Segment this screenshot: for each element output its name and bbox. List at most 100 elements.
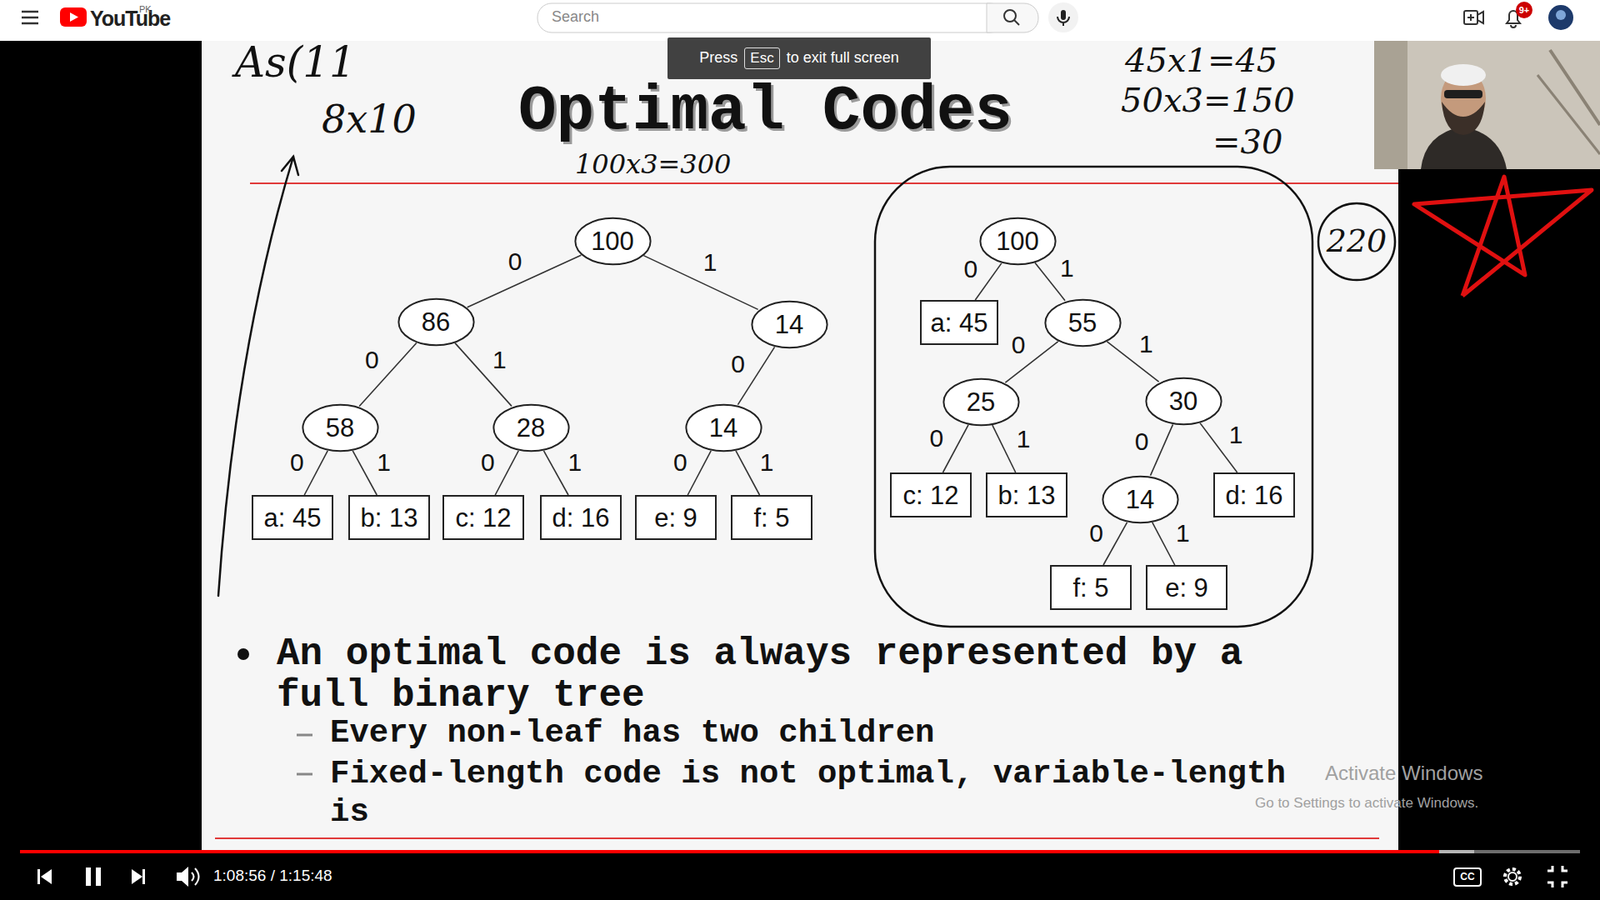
node-label: 25 [966, 389, 995, 415]
tree-edge [495, 450, 519, 495]
search-icon [1014, 20, 1020, 25]
node-label: 30 [1169, 388, 1198, 415]
tree-edge [359, 343, 417, 407]
edge-bit: 0 [1010, 332, 1028, 358]
hint-text: to exit full screen [786, 49, 900, 68]
edge-bit: 0 [729, 351, 747, 377]
leaf-box: a: 45 [251, 495, 334, 540]
edge-bit: 0 [1133, 429, 1151, 455]
tree-node: 25 [942, 377, 1020, 427]
badge-count: 9+ [1519, 5, 1530, 15]
search-placeholder: Search [551, 9, 600, 26]
leaf-box: b: 13 [985, 472, 1068, 518]
search-button [986, 3, 1039, 33]
tree-edge [1103, 522, 1127, 565]
tree-node: 14 [750, 300, 829, 350]
edge-bit: 1 [701, 250, 720, 275]
node-label: e: 9 [1165, 575, 1209, 601]
title-rule [250, 182, 1399, 185]
avatar [1555, 10, 1566, 20]
node-label: e: 9 [654, 505, 698, 531]
menu-icon [21, 11, 39, 24]
node-label: 28 [516, 415, 545, 441]
exit-fullscreen-icon [1547, 865, 1568, 888]
tree-node: 100 [979, 216, 1057, 266]
edge-bit: 0 [1087, 520, 1105, 546]
node-ellipse [1045, 299, 1120, 345]
node-label: 58 [325, 415, 355, 441]
node-ellipse [943, 378, 1019, 425]
edge-bit: 1 [375, 450, 393, 475]
leaf-box: d: 16 [1213, 472, 1295, 518]
hint-text: Press [699, 49, 738, 68]
handwritten-note: 100x3=300 [575, 150, 731, 180]
edge-bit: 0 [927, 425, 945, 451]
leaf-box: f: 5 [1050, 565, 1132, 610]
node-label: 100 [590, 228, 635, 255]
edge-bit: 1 [1058, 255, 1076, 281]
watermark: Go to Settings to activate Windows. [1255, 795, 1479, 812]
webcam [1374, 40, 1600, 170]
tree-edge [687, 450, 711, 495]
notification-badge [1515, 1, 1533, 19]
node-ellipse [751, 300, 827, 347]
tree-edge [992, 425, 1016, 473]
node-ellipse [398, 298, 474, 345]
node-ellipse [980, 217, 1055, 264]
node-label: a: 45 [264, 505, 322, 531]
top-bar [0, 0, 1600, 41]
tree-edge [1152, 522, 1175, 565]
tree-edge [455, 343, 512, 407]
node-label: 14 [709, 415, 738, 441]
tree-node: 86 [397, 297, 475, 347]
edge-bit: 0 [288, 450, 306, 475]
leaf-box: a: 45 [920, 300, 999, 345]
node-label: b: 13 [360, 505, 419, 531]
node-ellipse [685, 404, 761, 450]
node-ellipse [1102, 475, 1178, 522]
handwritten-note: 8x10 [321, 98, 417, 141]
edge-bit: 0 [671, 450, 690, 475]
mic-button [1048, 2, 1079, 33]
tree-edge [1150, 424, 1174, 475]
handwritten-note: 220 [1326, 224, 1388, 260]
logo-play [70, 12, 79, 22]
tree-edge [304, 450, 328, 495]
edge-bit: 1 [758, 450, 776, 475]
handwritten-note: As(11 [235, 40, 356, 86]
tree-node: 14 [1101, 475, 1180, 525]
node-label: f: 5 [1072, 575, 1109, 601]
progress-played [20, 850, 1440, 854]
leaf-box: d: 16 [540, 495, 622, 540]
logo-text: YouTube [90, 7, 170, 31]
volume-waves [191, 868, 200, 885]
node-label: f: 5 [753, 505, 790, 531]
settings-icon [1505, 869, 1520, 885]
node-label: 100 [995, 228, 1040, 255]
edge-bit: 1 [566, 450, 585, 475]
hand-annotation [218, 156, 1395, 627]
leaf-box: e: 9 [635, 495, 717, 540]
cc-icon [1454, 868, 1481, 886]
tree-edge [735, 450, 760, 495]
handwritten-note: 45x1=45 [1125, 41, 1278, 79]
node-label: b: 13 [998, 482, 1056, 509]
mic-icon [1060, 10, 1066, 20]
node-ellipse [302, 404, 378, 450]
node-ellipse [575, 217, 650, 264]
search-icon [1004, 10, 1016, 22]
node-label: d: 16 [552, 505, 610, 531]
leaf-box: f: 5 [730, 495, 813, 540]
tree-edge [352, 450, 377, 495]
bullet [237, 648, 250, 660]
edge-bit: 0 [479, 450, 497, 475]
edge-bit: 1 [1137, 331, 1155, 357]
leaf-box: b: 13 [348, 495, 430, 540]
node-label: 14 [775, 311, 804, 338]
leaf-box: c: 12 [442, 495, 525, 540]
mic-icon [1057, 16, 1070, 26]
create-icon [1464, 10, 1484, 25]
handwritten-note: 50x3=150 [1120, 81, 1295, 119]
handwritten-note: =30 [1212, 123, 1283, 160]
dash [296, 734, 313, 737]
